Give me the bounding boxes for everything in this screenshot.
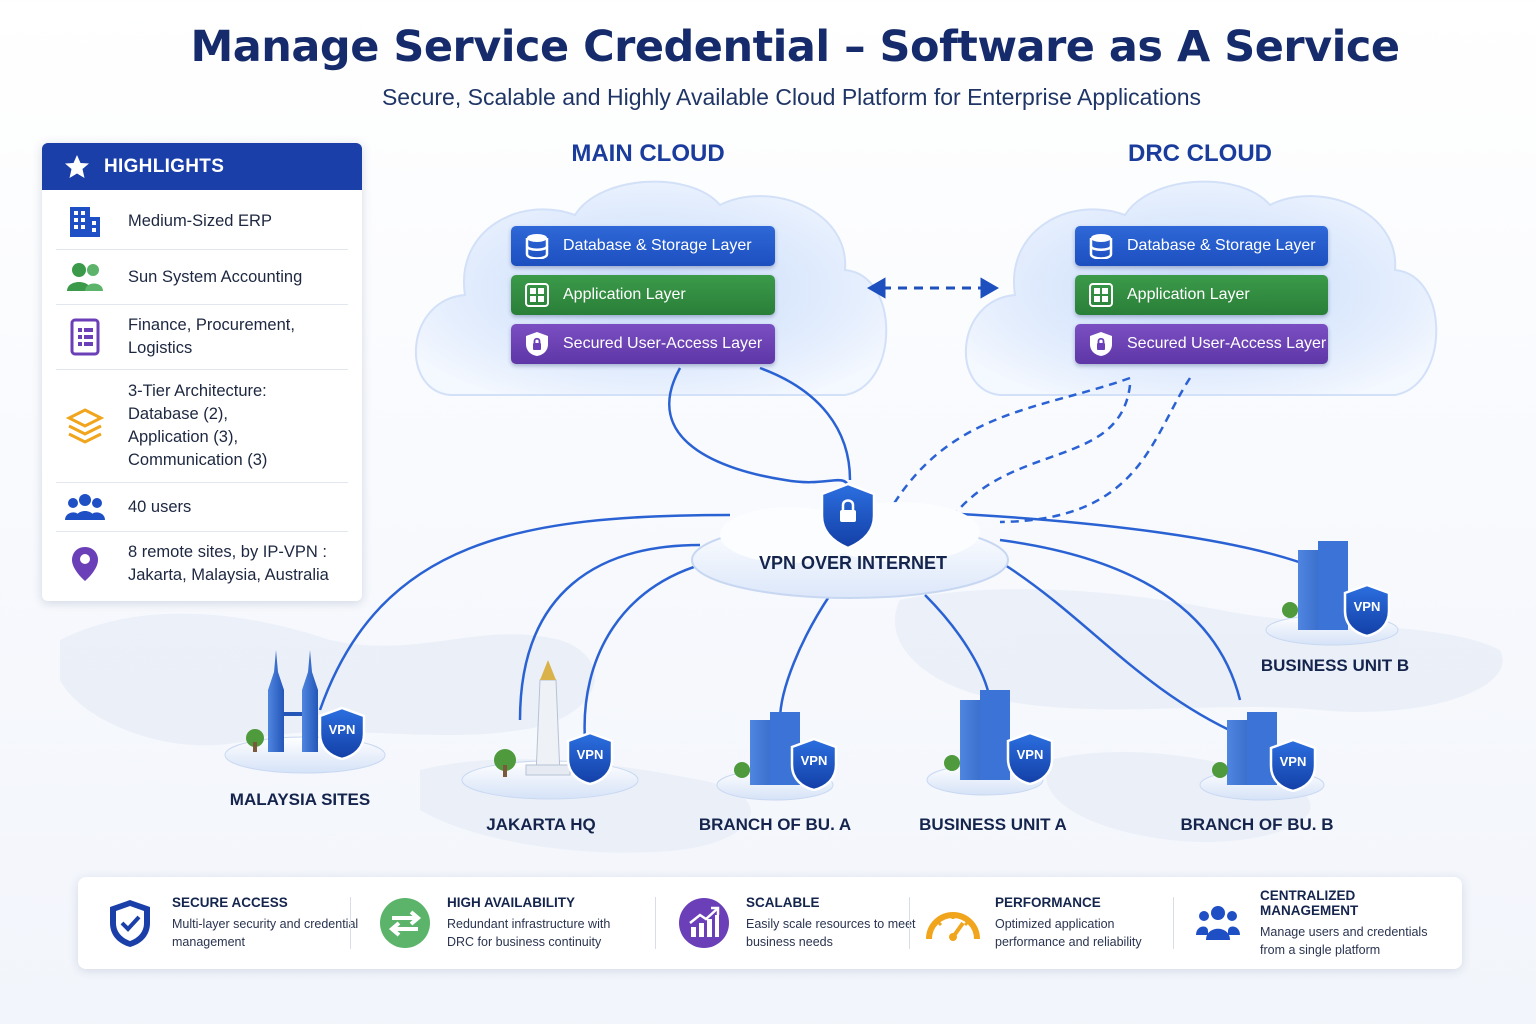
highlight-item: Medium-Sized ERP: [56, 193, 348, 250]
features-bar: SECURE ACCESS Multi-layer security and c…: [78, 877, 1462, 969]
vpn-badge-jakarta: VPN: [566, 731, 614, 785]
team-management-icon: [1186, 905, 1250, 941]
vpn-badge-branch-b: VPN: [1269, 738, 1317, 792]
group-icon: [56, 493, 114, 521]
main-db-layer: Database & Storage Layer: [511, 226, 775, 266]
document-icon: [56, 318, 114, 356]
highlights-panel: HIGHLIGHTS Medium-Sized ERP Sun System A…: [42, 143, 362, 601]
feature-divider: [350, 897, 351, 949]
grid-app-icon: [1075, 283, 1127, 307]
feature-scalable: SCALABLE Easily scale resources to meet …: [672, 877, 916, 969]
database-icon: [511, 233, 563, 259]
highlight-item: 8 remote sites, by IP-VPN : Jakarta, Mal…: [56, 532, 348, 596]
highlight-item: 3-Tier Architecture: Database (2), Appli…: [56, 370, 348, 483]
growth-chart-icon: [672, 897, 736, 949]
site-links: [318, 510, 1321, 741]
users-icon: [56, 261, 114, 293]
feature-high-availability: HIGH AVAILABILITY Redundant infrastructu…: [373, 877, 653, 969]
feature-centralized-management: CENTRALIZED MANAGEMENT Manage users and …: [1186, 877, 1456, 969]
shield-check-icon: [98, 898, 162, 948]
speedometer-icon: [921, 903, 985, 943]
drc-db-layer: Database & Storage Layer: [1075, 226, 1328, 266]
highlights-header: HIGHLIGHTS: [42, 143, 362, 190]
main-cloud-title: MAIN CLOUD: [571, 140, 725, 167]
location-pin-icon: [56, 545, 114, 583]
database-icon: [1075, 233, 1127, 259]
lock-shield-icon: [1075, 331, 1127, 357]
layers-icon: [56, 407, 114, 445]
grid-app-icon: [511, 283, 563, 307]
drc-cloud-links: [888, 376, 1192, 524]
main-app-layer: Application Layer: [511, 275, 775, 315]
feature-divider: [655, 897, 656, 949]
site-label-malaysia: MALAYSIA SITES: [229, 790, 371, 809]
drc-app-layer: Application Layer: [1075, 275, 1328, 315]
drc-cloud-title: DRC CLOUD: [1128, 140, 1272, 167]
site-label-branch-a: BRANCH OF BU. A: [698, 815, 852, 834]
feature-divider: [909, 897, 910, 949]
vpn-badge-bu-a: VPN: [1006, 731, 1054, 785]
replication-arrow: [866, 277, 1000, 299]
main-cloud-links: [668, 366, 852, 491]
site-label-branch-b: BRANCH OF BU. B: [1180, 815, 1334, 834]
building-icon: [56, 203, 114, 239]
main-sec-layer: Secured User-Access Layer: [511, 324, 775, 364]
feature-secure-access: SECURE ACCESS Multi-layer security and c…: [98, 877, 358, 969]
highlight-item: Sun System Accounting: [56, 250, 348, 305]
vpn-badge-bu-b: VPN: [1343, 583, 1391, 637]
lock-shield-icon: [511, 331, 563, 357]
drc-sec-layer: Secured User-Access Layer: [1075, 324, 1328, 364]
page-subtitle: Secure, Scalable and Highly Available Cl…: [381, 84, 1202, 110]
star-icon: [65, 154, 89, 178]
highlight-item: Finance, Procurement, Logistics: [56, 305, 348, 370]
world-map-background: [60, 589, 1503, 853]
site-label-bu-a: BUSINESS UNIT A: [919, 815, 1067, 834]
vpn-badge-malaysia: VPN: [318, 706, 366, 760]
site-label-jakarta: JAKARTA HQ: [486, 815, 596, 834]
vpn-badge-branch-a: VPN: [790, 737, 838, 791]
sync-arrows-icon: [373, 897, 437, 949]
page-title: Manage Service Credential – Software as …: [190, 22, 1401, 72]
feature-divider: [1173, 897, 1174, 949]
site-label-bu-b: BUSINESS UNIT B: [1260, 656, 1410, 675]
feature-performance: PERFORMANCE Optimized application perfor…: [921, 877, 1176, 969]
vpn-hub-label: VPN OVER INTERNET: [758, 553, 948, 573]
vpn-hub-shield-icon: [820, 482, 876, 550]
business-unit-a-site-icon: [926, 690, 1044, 796]
highlight-item: 40 users: [56, 483, 348, 532]
